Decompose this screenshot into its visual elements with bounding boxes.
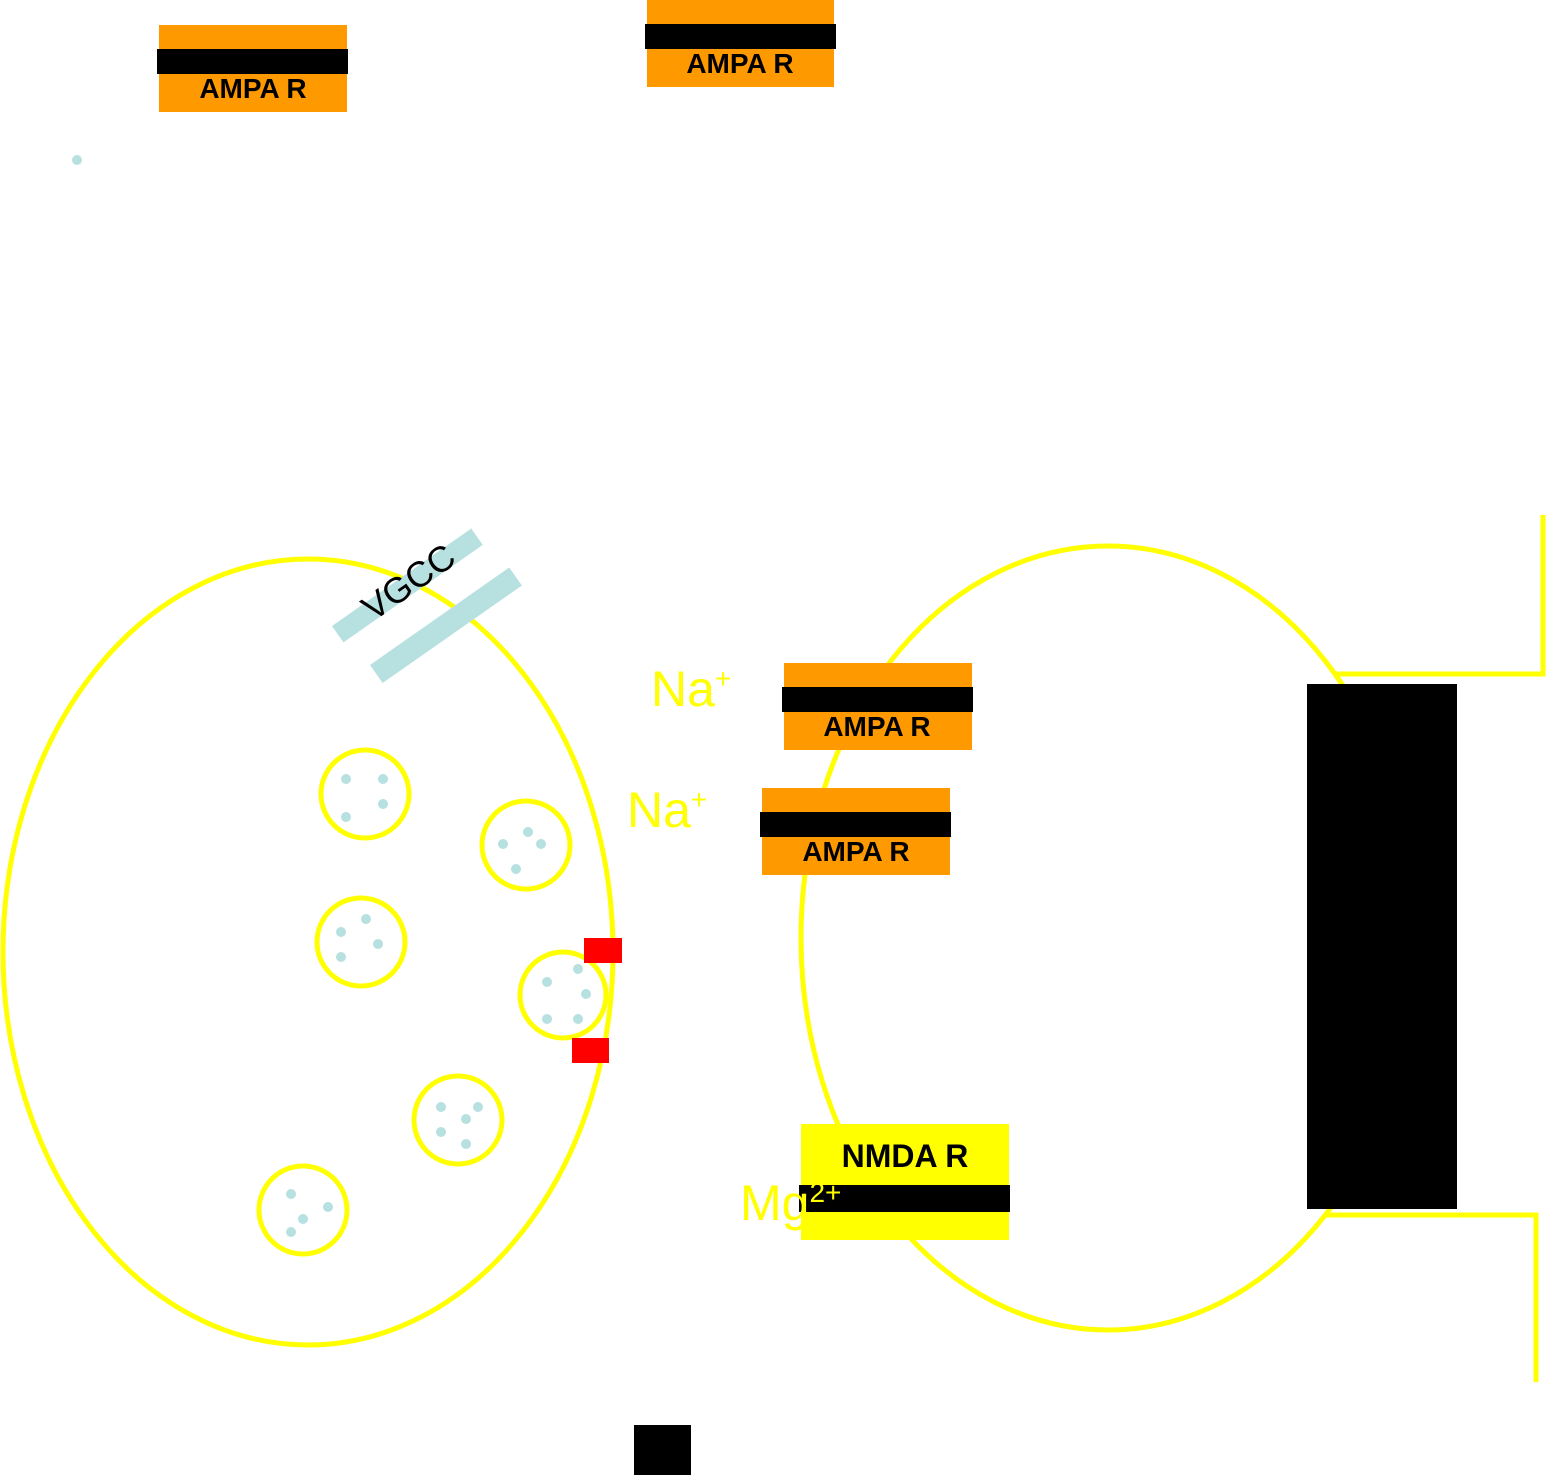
- transmitter-dot-icon: [536, 839, 546, 849]
- nmda-receptor-label: NMDA R: [842, 1138, 969, 1174]
- transmitter-dot-icon: [498, 839, 508, 849]
- magnesium-ion-charge: 2+: [809, 1177, 841, 1208]
- transmitter-dot-icon: [378, 799, 388, 809]
- ampa-receptor: AMPA R: [645, 0, 836, 87]
- snare-protein-icon: [584, 938, 622, 963]
- ampa-receptor-label: AMPA R: [823, 711, 930, 742]
- transmitter-dot-icon: [286, 1227, 296, 1237]
- vesicle-icon: [411, 1073, 505, 1167]
- transmitter-dot-icon: [373, 939, 383, 949]
- sodium-ion-label: Na+: [627, 782, 707, 838]
- transmitter-dot-icon: [581, 989, 591, 999]
- sodium-ion-base: Na: [651, 661, 715, 717]
- transmitter-dot-icon: [298, 1214, 308, 1224]
- ampa-receptor-label: AMPA R: [686, 48, 793, 79]
- sodium-ion-base: Na: [627, 782, 691, 838]
- transmitter-dot-icon: [286, 1189, 296, 1199]
- vgcc-subunit-lower: [370, 567, 522, 684]
- vesicle-icon: [479, 798, 573, 892]
- magnesium-ion-base: Mg: [740, 1175, 809, 1231]
- snare-protein-icon: [572, 1038, 609, 1063]
- transmitter-dot-icon: [323, 1202, 333, 1212]
- transmitter-dot-icon: [511, 864, 521, 874]
- sodium-ion-charge: +: [715, 663, 731, 694]
- sodium-ion-label: Na+: [651, 661, 731, 717]
- vesicle-icon: [517, 949, 609, 1041]
- transmitter-dot-icon: [573, 964, 583, 974]
- transmitter-dot-icon: [473, 1102, 483, 1112]
- transmitter-dot-icon: [436, 1127, 446, 1137]
- ampa-receptor: AMPA R: [760, 788, 951, 875]
- ampa-receptor-label: AMPA R: [802, 836, 909, 867]
- transmitter-dot-icon: [542, 1014, 552, 1024]
- transmitter-dot-icon: [573, 1014, 583, 1024]
- ampa-receptor: AMPA R: [782, 663, 973, 750]
- transmitter-dot-icon: [523, 827, 533, 837]
- magnesium-ion-label: Mg2+: [740, 1175, 841, 1231]
- vesicle-icon: [314, 895, 408, 989]
- transmitter-dot-icon: [341, 812, 351, 822]
- transmitter-dot-icon: [461, 1139, 471, 1149]
- transmitter-dot-icon: [336, 927, 346, 937]
- transmitter-dot-icon: [361, 914, 371, 924]
- vgcc-subunit-upper: [332, 528, 483, 643]
- transmitter-dot-icon: [336, 952, 346, 962]
- transmitter-dot-icon: [461, 1114, 471, 1124]
- transmitter-dot-icon: [378, 774, 388, 784]
- vesicle-icon: [256, 1163, 350, 1257]
- transmitter-dot-icon: [341, 774, 351, 784]
- transmitter-dot-icon: [436, 1102, 446, 1112]
- black-block-icon: [634, 1425, 691, 1475]
- presynaptic-terminal: [0, 556, 616, 1348]
- vgcc-channel: VGCC: [332, 528, 522, 684]
- black-block-icon: [1307, 684, 1457, 1209]
- transmitter-dot-icon: [72, 155, 82, 165]
- vesicle-icon: [318, 747, 412, 841]
- sodium-ion-charge: +: [691, 784, 707, 815]
- dendrite-outline-bottom: [1326, 1212, 1539, 1382]
- transmitter-dot-icon: [542, 977, 552, 987]
- dendrite-outline-top: [1336, 515, 1546, 677]
- nmda-receptor: NMDA R: [799, 1124, 1010, 1240]
- ampa-receptor-label: AMPA R: [199, 73, 306, 104]
- ampa-receptor: AMPA R: [157, 25, 348, 112]
